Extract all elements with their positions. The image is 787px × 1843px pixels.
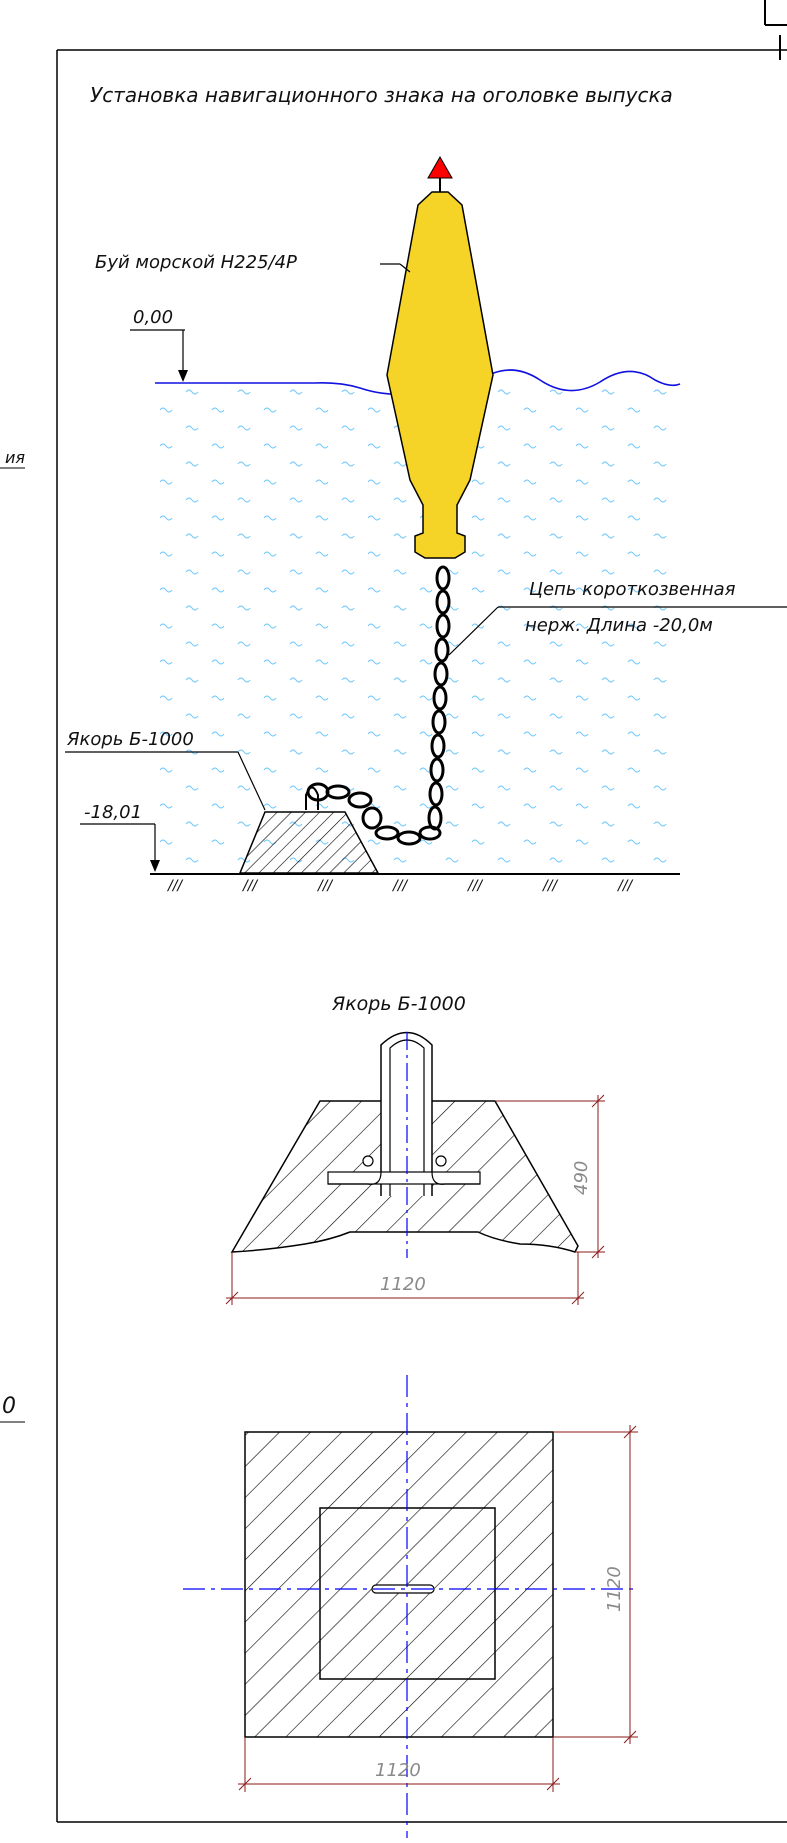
soil-hatch-7: /// bbox=[616, 878, 633, 894]
buoy-body bbox=[386, 191, 494, 559]
soil-hatch-2: /// bbox=[241, 878, 258, 894]
anchor-plan-height-value: 1120 bbox=[604, 1566, 625, 1612]
anchor-side-width-value: 1120 bbox=[380, 1274, 426, 1295]
anchor-plan-width-dimension bbox=[238, 1737, 560, 1792]
anchor-plate bbox=[327, 1171, 481, 1185]
anchor-callout: Якорь Б-1000 bbox=[65, 729, 266, 811]
anchor-side-height-dimension bbox=[495, 1094, 605, 1259]
soil-hatch-5: /// bbox=[466, 878, 483, 894]
left-partial-label-bottom: 0 bbox=[2, 1394, 16, 1419]
drawing-title: Установка навигационного знака на оголов… bbox=[90, 83, 673, 107]
anchor-plan-width-value: 1120 bbox=[375, 1760, 421, 1781]
anchor-plan-height-dimension bbox=[553, 1425, 638, 1744]
chain-label-line1: Цепь короткозвенная bbox=[529, 579, 736, 600]
water-level-value: 0,00 bbox=[133, 307, 173, 328]
buoy-callout: Буй морской H225/4P bbox=[95, 252, 411, 273]
bottom-level-mark: -18,01 bbox=[80, 802, 160, 872]
bottom-level-value: -18,01 bbox=[84, 802, 142, 823]
water-surface-line bbox=[155, 369, 681, 396]
soil-hatch-4: /// bbox=[391, 878, 408, 894]
left-partial-label-top: ия bbox=[5, 448, 25, 467]
marine-buoy bbox=[386, 155, 494, 559]
chain-label-line2: нерж. Длина -20,0м bbox=[525, 615, 713, 636]
chain-callout: Цепь короткозвенная нерж. Длина -20,0м bbox=[448, 579, 787, 656]
anchor-side-width-dimension bbox=[225, 1252, 585, 1305]
seabed-line: /// /// /// /// /// /// /// bbox=[150, 873, 680, 894]
water-level-mark: 0,00 bbox=[130, 307, 188, 382]
anchor-label: Якорь Б-1000 bbox=[66, 729, 194, 750]
buoy-top-marker bbox=[427, 155, 453, 179]
anchor-side-view bbox=[230, 1031, 579, 1258]
anchor-plan-view bbox=[183, 1375, 635, 1838]
anchor-chain bbox=[305, 565, 451, 846]
buoy-label: Буй морской H225/4P bbox=[95, 252, 297, 273]
drawing-frame bbox=[56, 49, 787, 1823]
anchor-side-height-value: 490 bbox=[571, 1161, 592, 1195]
soil-hatch-1: /// bbox=[166, 878, 183, 894]
soil-hatch-6: /// bbox=[541, 878, 558, 894]
soil-hatch-3: /// bbox=[316, 878, 333, 894]
sheet-corner-marks bbox=[764, 0, 787, 60]
anchor-detail-title: Якорь Б-1000 bbox=[331, 993, 466, 1015]
